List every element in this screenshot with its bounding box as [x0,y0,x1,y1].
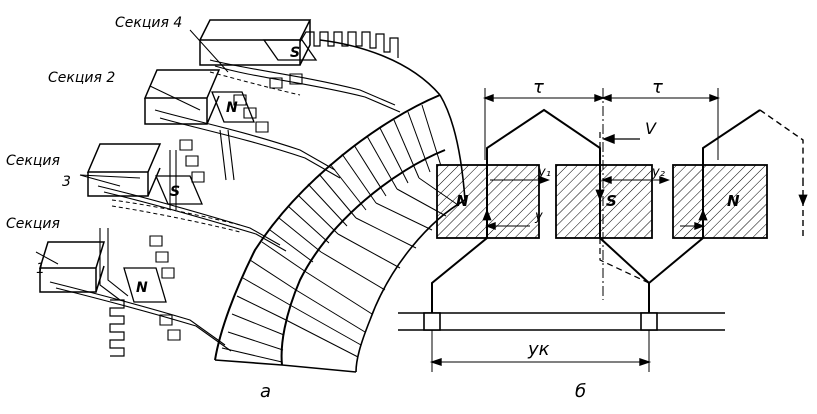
current-arrow-left [482,208,492,221]
velocity-label: V [645,119,657,138]
yk-label: yк [527,339,550,360]
tau-arrow-right-start [601,93,612,103]
y1-label: y₁ [537,165,551,180]
coil-block-section3 [86,143,162,197]
pole-shoe-s-mid [155,175,203,205]
pole-label-s-mid: S [606,192,617,210]
pole-block-n-right [672,164,768,239]
label-section1-line1: Секция [6,216,60,232]
stator-teeth-top [299,31,399,58]
tau-arrow-left-end [594,93,605,103]
label-section3-line2: 3 [62,174,71,190]
stator-teeth-left [109,299,125,357]
y-arrow-right-end [694,221,705,231]
coil-dashed-arrow [798,194,808,207]
pole-shoe-s-top [262,39,318,61]
commutator-segment-right [640,312,658,331]
armature-inner-arc [280,149,446,366]
current-arrow-right [698,208,708,221]
coil-block-section1 [38,241,106,293]
yk-arrow-end [639,358,652,366]
dashed-coils [111,71,301,233]
label-leaders [35,29,229,265]
label-section4: Секция 4 [115,15,182,31]
stator-inner-teeth [149,73,303,341]
pole-label-s-mid: S [170,184,180,200]
armature-bottom-edge [214,359,357,373]
armature-drawing [38,19,466,373]
yk-arrow-start [429,358,442,366]
pole-label-n-low: N [136,280,148,296]
caption-b: б [575,381,586,402]
velocity-arrow-head [602,133,615,145]
label-section1-line2: 1 [36,261,45,277]
tau-label-left: τ [533,77,544,98]
winding-diagram [398,88,808,372]
y2-arrow-start [601,175,612,185]
tau-arrow-left-start [483,93,494,103]
y2-arrow-end [659,175,670,185]
pole-label-n-right: N [727,192,740,210]
pole-label-s-top: S [290,45,300,61]
pole-label-n-left: N [456,192,469,210]
coil-block-section2 [143,69,221,125]
caption-a: а [260,381,271,402]
label-section2: Секция 2 [48,70,115,86]
coil-solid-right [648,109,761,284]
coil-dashed-right [759,109,804,180]
label-section3-line1: Секция [6,153,60,169]
pole-shoe-n-upper [211,91,255,123]
y-label: y [534,209,543,224]
y-arrow-start [485,221,496,231]
tau-arrow-right-end [709,93,720,103]
y2-label: y₂ [651,165,665,180]
pole-block-s-mid [555,164,653,239]
coil-solid [431,108,650,290]
y1-arrow-end [539,175,550,185]
winding-wires [49,59,401,352]
commutator-segments [221,104,442,363]
tau-label-right: τ [652,77,663,98]
current-arrow-mid [595,189,605,202]
pole-label-n-upper: N [226,100,238,116]
armature-top-edge [319,39,441,96]
commutator-segment-left [423,312,441,331]
coil-dashed-mid [599,238,650,284]
pole-shoe-n-low [123,267,167,303]
armature-outer-arc [214,94,441,361]
